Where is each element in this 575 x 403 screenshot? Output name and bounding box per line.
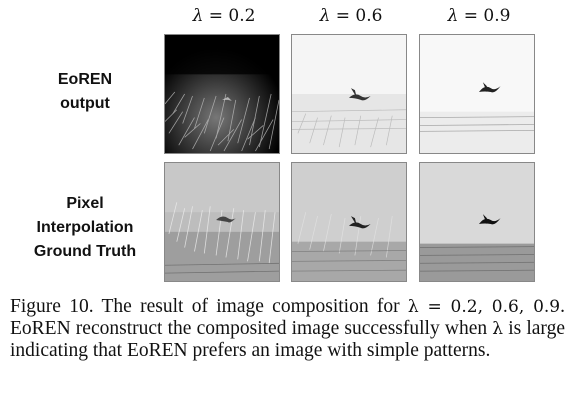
caption-math-lambda-values: λ = 0.2, 0.6, 0.9: [407, 297, 561, 317]
ground-truth-image-0.9: [419, 162, 535, 282]
row-label-line: EoREN: [57, 71, 113, 88]
row-label-line: output: [60, 95, 110, 112]
caption-math-lambda: λ: [492, 319, 504, 339]
lambda-symbol: λ: [447, 6, 459, 26]
row-label-pixel-interpolation: Pixel Interpolation Ground Truth: [20, 192, 150, 264]
row-label-line: Pixel: [66, 195, 104, 212]
lambda-value: = 0.6: [330, 6, 383, 26]
lambda-symbol: λ: [319, 6, 331, 26]
caption-text: Figure 10. The result of image compositi…: [10, 296, 408, 317]
column-header-lambda-0.2: λ = 0.2: [164, 6, 284, 26]
lambda-symbol: λ: [192, 6, 204, 26]
ground-truth-image-0.2: [164, 162, 280, 282]
column-header-lambda-0.9: λ = 0.9: [419, 6, 539, 26]
row-label-line: Interpolation: [36, 219, 134, 236]
eoren-output-image-0.2: [164, 34, 280, 154]
lambda-value: = 0.2: [203, 6, 256, 26]
ground-truth-image-0.6: [291, 162, 407, 282]
row-label-line: Ground Truth: [33, 243, 137, 260]
column-header-lambda-0.6: λ = 0.6: [291, 6, 411, 26]
row-label-eoren-output: EoREN output: [20, 68, 150, 116]
eoren-output-image-0.9: [419, 34, 535, 154]
caption-text: . EoREN reconstruct the composited image…: [10, 296, 565, 339]
eoren-output-image-0.6: [291, 34, 407, 154]
figure-caption: Figure 10. The result of image compositi…: [10, 296, 565, 362]
caption-text: is large indicating that EoREN prefers a…: [10, 318, 565, 361]
lambda-value: = 0.9: [458, 6, 511, 26]
